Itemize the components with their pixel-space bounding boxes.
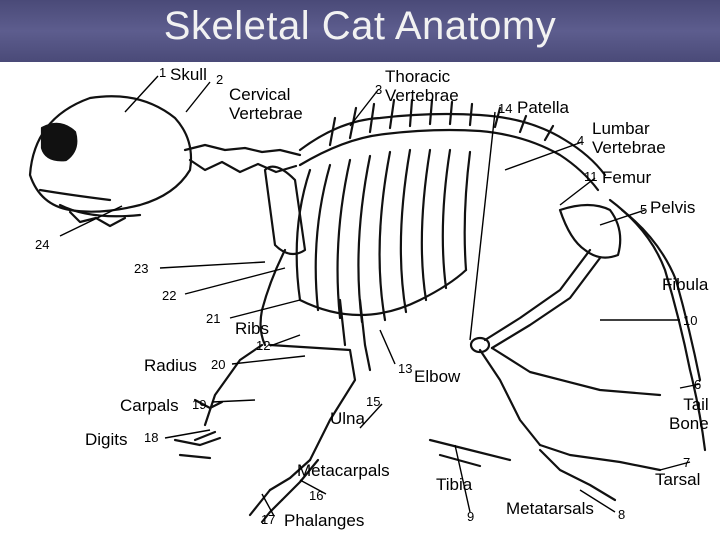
number-19: 19	[192, 398, 206, 412]
spine-shape	[300, 114, 605, 175]
metatarsals-shape	[540, 450, 615, 500]
number-11: 11	[584, 170, 598, 184]
cat-skeleton-diagram: Skull Cervical Vertebrae Thoracic Verteb…	[0, 62, 720, 540]
label-metacarpals: Metacarpals	[297, 461, 390, 480]
number-6: 6	[694, 378, 701, 392]
number-3: 3	[375, 83, 382, 97]
tarsal-shape	[540, 445, 660, 470]
label-tail-bone: Tail Bone	[669, 395, 709, 433]
number-4: 4	[577, 134, 584, 148]
scapula-shape	[265, 167, 305, 254]
label-tibia: Tibia	[436, 475, 472, 494]
number-1: 1	[159, 66, 166, 80]
label-cervical-vertebrae: Cervical Vertebrae	[229, 85, 303, 123]
number-9: 9	[467, 510, 474, 524]
ulna-shape	[270, 345, 355, 460]
number-12: 12	[256, 339, 270, 353]
label-fibula: Fibula	[662, 275, 708, 294]
label-ribs: Ribs	[235, 319, 269, 338]
number-13: 13	[398, 362, 412, 376]
title-banner: Skeletal Cat Anatomy	[0, 0, 720, 62]
label-skull: Skull	[170, 65, 207, 84]
label-ulna: Ulna	[330, 409, 365, 428]
number-5: 5	[640, 203, 647, 217]
label-femur: Femur	[602, 168, 651, 187]
number-16: 16	[309, 489, 323, 503]
cervical-vertebrae-shape	[185, 145, 300, 155]
number-7: 7	[683, 456, 690, 470]
number-22: 22	[162, 289, 176, 303]
label-digits: Digits	[85, 430, 128, 449]
label-phalanges: Phalanges	[284, 511, 364, 530]
femur-shape	[485, 250, 590, 340]
number-15: 15	[366, 395, 380, 409]
number-2: 2	[216, 73, 223, 87]
label-carpals: Carpals	[120, 396, 179, 415]
label-radius: Radius	[144, 356, 197, 375]
number-17: 17	[261, 513, 275, 527]
rib-cage-shape	[297, 150, 470, 322]
number-18: 18	[144, 431, 158, 445]
label-thoracic-vertebrae: Thoracic Vertebrae	[385, 67, 459, 105]
fibula-shape	[492, 348, 660, 395]
label-lumbar-vertebrae: Lumbar Vertebrae	[592, 119, 666, 157]
tibia-shape	[480, 350, 540, 445]
number-24: 24	[35, 238, 49, 252]
number-8: 8	[618, 508, 625, 522]
label-metatarsals: Metatarsals	[506, 499, 594, 518]
label-tarsal: Tarsal	[655, 470, 700, 489]
page-title: Skeletal Cat Anatomy	[0, 4, 720, 49]
label-pelvis: Pelvis	[650, 198, 695, 217]
number-23: 23	[134, 262, 148, 276]
number-14: 14	[498, 102, 512, 116]
number-20: 20	[211, 358, 225, 372]
number-21: 21	[206, 312, 220, 326]
label-elbow: Elbow	[414, 367, 460, 386]
label-patella: Patella	[517, 98, 569, 117]
digits-shape	[175, 438, 220, 458]
number-10: 10	[683, 314, 697, 328]
